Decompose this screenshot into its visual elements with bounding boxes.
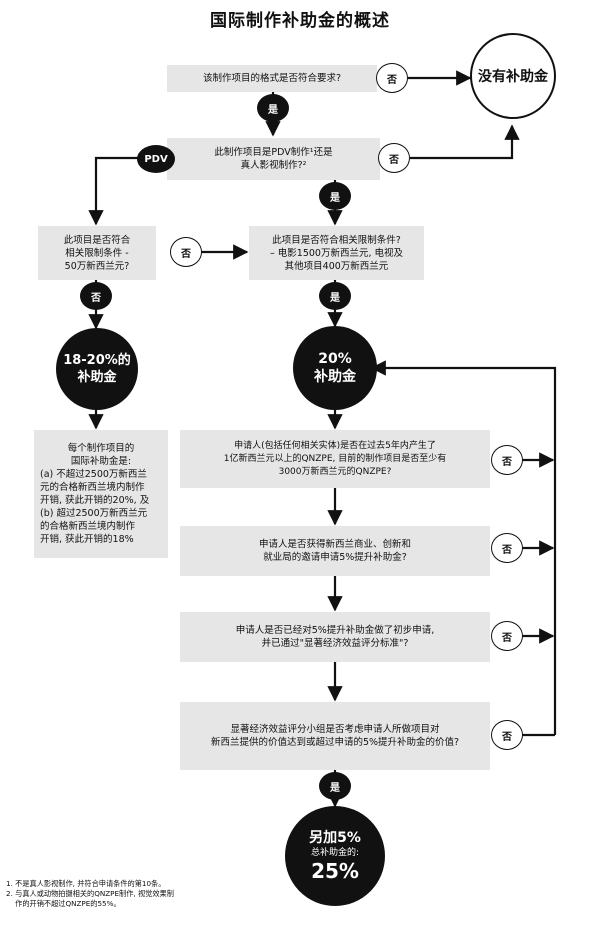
grant-18-20-circle: 18-20%的 补助金	[56, 328, 138, 410]
yes-pill: 是	[319, 772, 351, 800]
final-grant-circle: 另加5% 总补助金的: 25%	[285, 806, 385, 906]
question-pdv-or-live: 此制作项目是PDV制作¹还是 真人影视制作?²	[167, 138, 380, 180]
question-pdv-threshold: 此项目是否符合 相关限制条件 - 50万新西兰元?	[38, 226, 156, 280]
question-format: 该制作项目的格式是否符合要求?	[167, 65, 377, 92]
yes-pill: 是	[319, 182, 351, 210]
no-pill: 否	[376, 63, 408, 93]
no-grant-circle: 没有补助金	[470, 33, 556, 119]
no-pill: 否	[491, 720, 523, 750]
question-qnzpe-history: 申请人(包括任何相关实体)是否在过去5年内产生了 1亿新西兰元以上的QNZPE,…	[180, 430, 490, 488]
grant-20-circle: 20% 补助金	[293, 326, 377, 410]
yes-pill: 是	[319, 282, 351, 310]
no-pill: 否	[491, 533, 523, 563]
yes-pill: 是	[257, 94, 289, 122]
question-mbie-invitation: 申请人是否获得新西兰商业、创新和 就业局的邀请申请5%提升补助金?	[180, 526, 490, 576]
footnotes: 1. 不是真人影视制作, 并符合申请条件的第10条。 2. 与真人或动物拍摄相关…	[6, 879, 174, 908]
international-grant-info: 每个制作项目的 国际补助金是: (a) 不超过2500万新西兰 元的合格新西兰境…	[34, 430, 168, 558]
no-pill: 否	[170, 237, 202, 267]
page-title: 国际制作补助金的概述	[210, 11, 390, 31]
no-pill: 否	[491, 621, 523, 651]
no-pill-dark: 否	[80, 282, 112, 310]
no-pill: 否	[491, 445, 523, 475]
pdv-pill: PDV	[137, 145, 175, 173]
question-panel-value: 显著经济效益评分小组是否考虑申请人所做项目对 新西兰提供的价值达到或超过申请的5…	[180, 702, 490, 770]
no-pill: 否	[378, 143, 410, 173]
question-live-threshold: 此项目是否符合相关限制条件? – 电影1500万新西兰元, 电视及 其他项目40…	[249, 226, 424, 280]
question-preliminary-application: 申请人是否已经对5%提升补助金做了初步申请, 并已通过"显著经济效益评分标准"?	[180, 612, 490, 662]
